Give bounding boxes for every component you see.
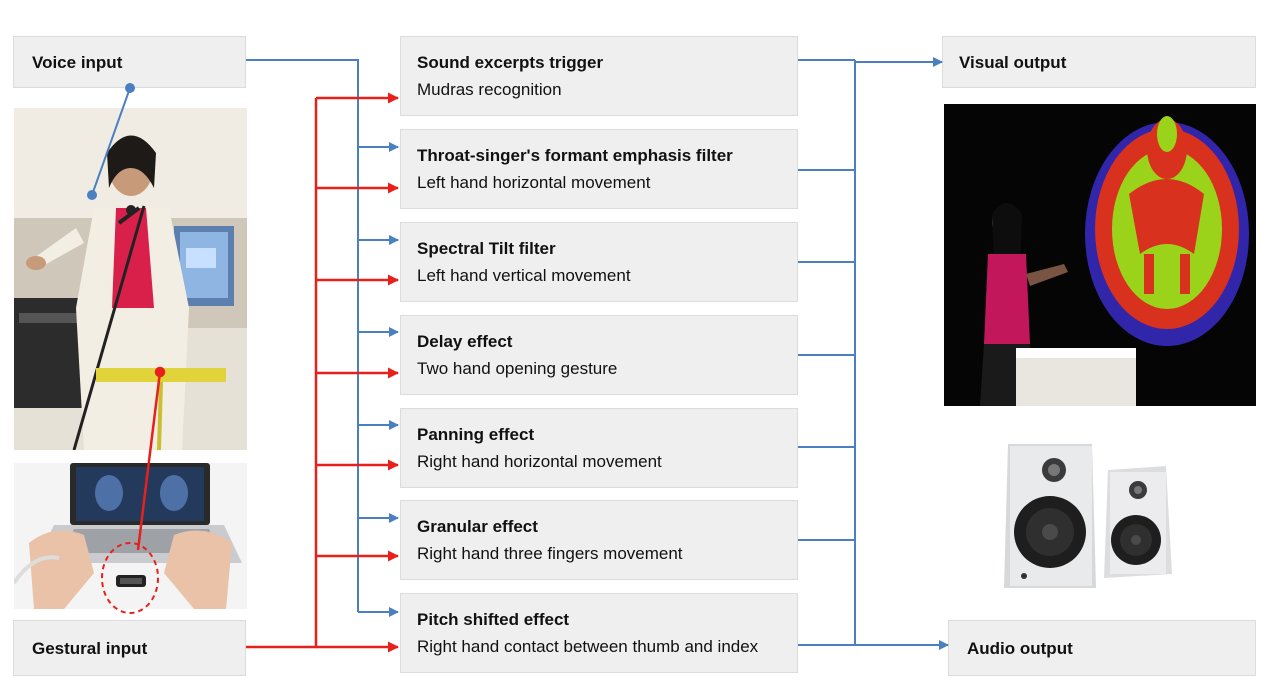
effect-box-spectral-tilt: Spectral Tilt filter Left hand vertical … — [400, 222, 798, 302]
effect-box-granular: Granular effect Right hand three fingers… — [400, 500, 798, 580]
effect-gesture: Two hand opening gesture — [417, 359, 618, 378]
effect-box-sound-excerpts: Sound excerpts trigger Mudras recognitio… — [400, 36, 798, 116]
effect-name: Spectral Tilt filter — [417, 239, 556, 258]
effect-box-panning: Panning effect Right hand horizontal mov… — [400, 408, 798, 488]
effect-name: Panning effect — [417, 425, 535, 444]
performer-photo — [14, 108, 247, 450]
audio-output-box: Audio output — [948, 620, 1256, 676]
voice-input-box: Voice input — [13, 36, 246, 88]
effect-gesture: Right hand horizontal movement — [417, 452, 662, 471]
output-connectors — [798, 57, 949, 650]
effect-box-delay: Delay effect Two hand opening gesture — [400, 315, 798, 395]
effect-name: Throat-singer's formant emphasis filter — [417, 146, 733, 165]
effect-box-pitch-shift: Pitch shifted effect Right hand contact … — [400, 593, 798, 673]
leap-motion-photo — [14, 463, 247, 609]
gestural-input-label: Gestural input — [32, 639, 148, 658]
effect-name: Sound excerpts trigger — [417, 53, 604, 72]
speakers-photo — [1000, 440, 1180, 590]
effect-gesture: Left hand horizontal movement — [417, 173, 651, 192]
visual-output-box: Visual output — [942, 36, 1256, 88]
effect-gesture: Right hand three fingers movement — [417, 544, 683, 563]
visual-output-label: Visual output — [959, 53, 1067, 72]
effect-name: Pitch shifted effect — [417, 610, 570, 629]
gestural-input-box: Gestural input — [13, 620, 246, 676]
effect-gesture: Right hand contact between thumb and ind… — [417, 637, 759, 656]
effect-name: Granular effect — [417, 517, 538, 536]
audio-output-label: Audio output — [967, 639, 1073, 658]
visual-output-photo — [944, 104, 1256, 406]
effect-box-formant-filter: Throat-singer's formant emphasis filter … — [400, 129, 798, 209]
voice-input-label: Voice input — [32, 53, 123, 72]
effect-gesture: Mudras recognition — [417, 80, 562, 99]
effect-name: Delay effect — [417, 332, 513, 351]
effect-gesture: Left hand vertical movement — [417, 266, 631, 285]
